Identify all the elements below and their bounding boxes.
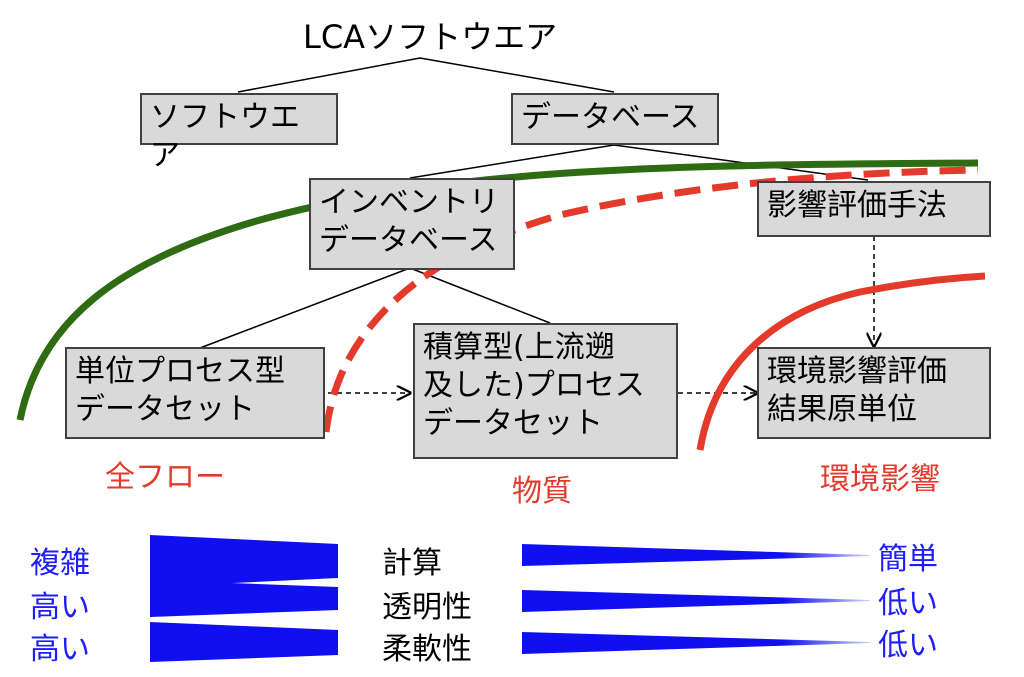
node-unit-process-line1: 単位プロセス型 [75, 354, 285, 389]
blue-tapers [522, 544, 870, 654]
node-aggregated-line3: データセット [423, 406, 603, 441]
wedge-left-1 [150, 535, 338, 587]
right-label-1: 簡単 [878, 542, 938, 577]
middle-label-1: 計算 [382, 546, 442, 581]
root-title: LCAソフトウエア [303, 18, 558, 56]
node-aggregated-line2: 及した)プロセス [423, 368, 645, 403]
node-inventory-line1: インベントリ [319, 185, 499, 220]
blue-wedges [150, 535, 338, 662]
label-substance: 物質 [512, 474, 572, 509]
node-impact-method: 影響評価手法 [757, 181, 991, 237]
left-label-1: 複雑 [30, 546, 90, 581]
node-impact-method-label: 影響評価手法 [767, 188, 947, 223]
node-database: データベース [511, 93, 719, 145]
node-impact-result-line1: 環境影響評価 [767, 354, 947, 389]
node-aggregated-process: 積算型(上流遡 及した)プロセス データセット [413, 323, 678, 459]
node-software-label: ソフトウエア [150, 100, 300, 173]
right-label-3: 低い [878, 628, 938, 663]
node-inventory-line2: データベース [319, 223, 498, 258]
label-all-flow: 全フロー [105, 460, 225, 495]
left-label-3: 高い [30, 632, 90, 667]
label-impact: 環境影響 [820, 462, 940, 497]
wedge-right-3 [522, 632, 870, 654]
wedge-right-2 [522, 590, 870, 612]
node-impact-result: 環境影響評価 結果原単位 [757, 347, 991, 439]
wedge-left-3 [150, 622, 338, 662]
node-unit-process: 単位プロセス型 データセット [65, 347, 325, 439]
wedge-left-2 [150, 580, 338, 617]
wedge-right-1 [522, 544, 870, 566]
red-curve-impact [696, 272, 986, 451]
node-aggregated-line1: 積算型(上流遡 [423, 330, 615, 365]
node-software: ソフトウエア [140, 93, 338, 173]
right-label-2: 低い [878, 586, 938, 621]
middle-label-3: 柔軟性 [382, 632, 472, 667]
node-database-label: データベース [521, 100, 700, 135]
node-unit-process-line2: データセット [75, 392, 255, 427]
red-dashed-curve-substance [322, 166, 979, 433]
node-inventory-database: インベントリ データベース [309, 178, 515, 270]
node-impact-result-line2: 結果原単位 [767, 392, 917, 427]
middle-label-2: 透明性 [382, 590, 472, 625]
left-label-2: 高い [30, 590, 90, 625]
